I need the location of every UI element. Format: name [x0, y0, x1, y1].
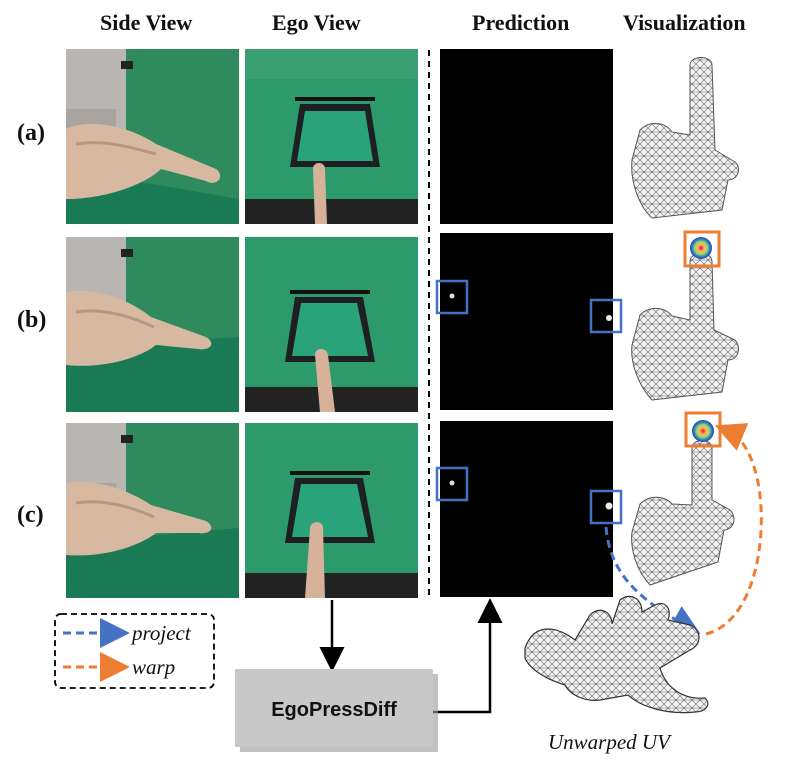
output-arrow: [433, 598, 503, 714]
pressure-spot-b-right: [606, 315, 612, 321]
highlight-box-b-right: [589, 298, 623, 334]
prediction-map-a: [440, 49, 613, 224]
header-visualization: Visualization: [623, 10, 746, 35]
pressure-spot-c-left: [449, 480, 455, 486]
side-view-image-c: [66, 423, 239, 598]
pressure-heatmap-c: [692, 420, 714, 442]
legend-project-label: project: [130, 621, 192, 645]
prediction-map-b: [440, 233, 613, 410]
model-label: EgoPressDiff: [271, 699, 397, 721]
highlight-box-c-right: [589, 489, 623, 525]
warp-arrow: [705, 423, 763, 636]
pressure-heatmap-b: [690, 237, 712, 259]
row-label-b: (b): [17, 307, 47, 333]
side-view-image-b: [66, 237, 239, 412]
row-label-a: (a): [17, 120, 45, 146]
ego-view-image-b: [245, 237, 418, 412]
ego-view-image-a: [245, 49, 418, 224]
pressure-spot-c-right: [605, 502, 613, 510]
hand-mesh-a: [631, 57, 739, 219]
header-ego-view: Ego View: [272, 10, 361, 35]
hand-mesh-b: [631, 237, 739, 401]
ego-view-image-c: [245, 423, 418, 598]
pressure-spot-b-left: [449, 293, 455, 299]
row-label-c: (c): [17, 502, 44, 528]
side-view-image-a: [66, 49, 239, 224]
prediction-map-c: [440, 421, 613, 597]
header-side-view: Side View: [100, 10, 193, 35]
model-box: [235, 669, 433, 747]
highlight-box-b-left: [435, 279, 469, 315]
unwarped-uv-mesh: [524, 595, 709, 714]
fingertip-box-b: [683, 230, 721, 268]
legend-box: [54, 613, 215, 689]
uv-caption: Unwarped UV: [548, 730, 672, 754]
project-arrow: [604, 526, 701, 634]
header-prediction: Prediction: [472, 10, 570, 35]
legend-warp-label: warp: [132, 655, 175, 679]
highlight-box-c-left: [435, 466, 469, 502]
hand-mesh-c: [631, 420, 735, 586]
